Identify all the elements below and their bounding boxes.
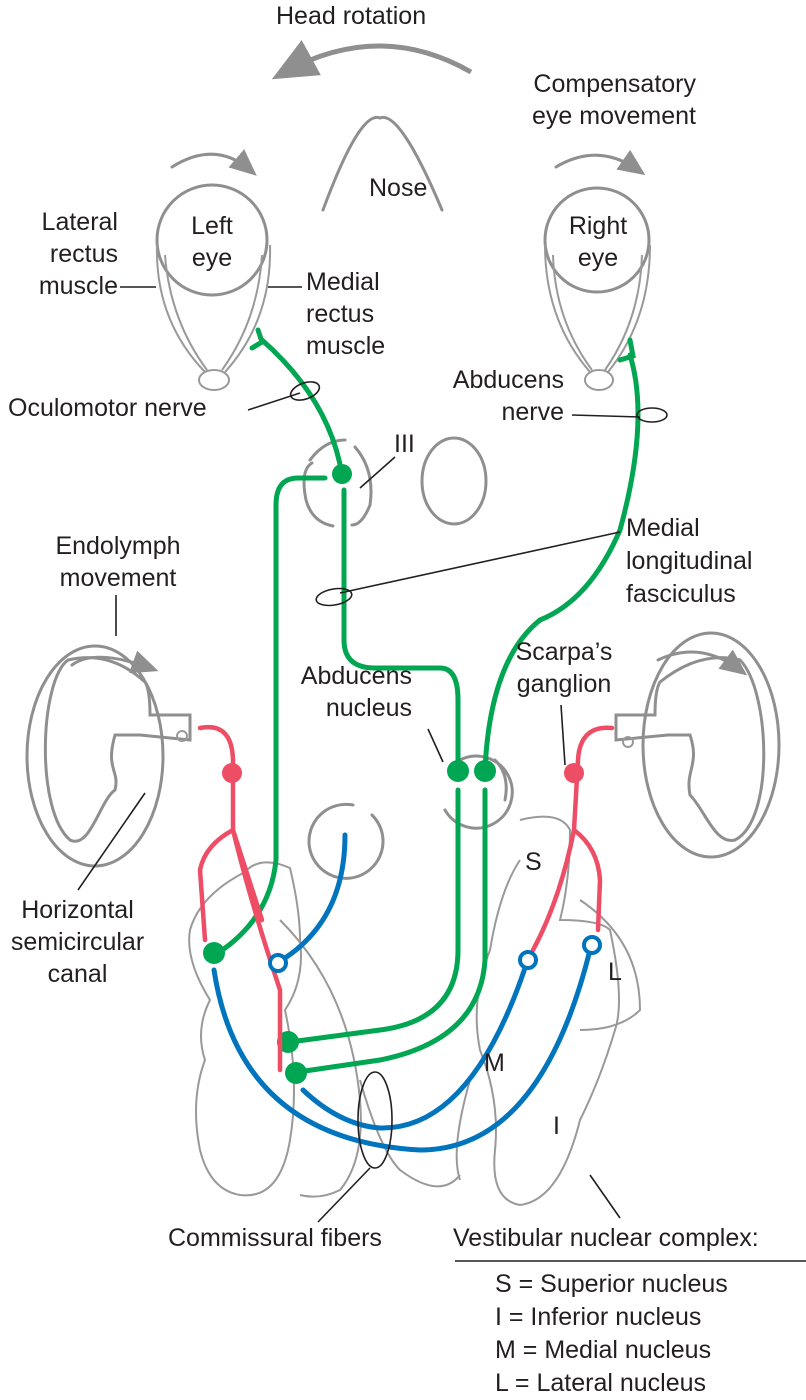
nose-label: Nose xyxy=(369,174,428,202)
legend-item: I = Inferior nucleus xyxy=(495,1303,702,1331)
horizontal-canal-label-1: Horizontal xyxy=(21,896,134,924)
right-ear xyxy=(614,631,781,859)
motor-pathways xyxy=(203,327,641,1084)
horizontal-canal-label-2: semicircular xyxy=(10,928,145,956)
legend-item: L = Lateral nucleus xyxy=(495,1369,707,1397)
compensatory-label-2: eye movement xyxy=(532,102,696,130)
abducens-nerve-label-2: nerve xyxy=(501,398,564,426)
mlf-label-1: Medial xyxy=(626,514,700,542)
oculomotor-nucleus-label: III xyxy=(394,430,415,458)
medial-rectus-label-2: rectus xyxy=(306,300,375,328)
mlf-label-2: longitudinal xyxy=(626,547,753,575)
left-eye-label-1: Left xyxy=(191,212,233,240)
lateral-nucleus-marker: L xyxy=(608,958,622,986)
inferior-nucleus-marker: I xyxy=(553,1112,560,1140)
commissural-fibers-label: Commissural fibers xyxy=(168,1224,382,1252)
leader-lines xyxy=(77,286,806,1262)
medial-rectus-label-1: Medial xyxy=(306,268,380,296)
endolymph-label-2: movement xyxy=(59,564,177,592)
right-eye-label-2: eye xyxy=(577,244,619,272)
head-rotation-label: Head rotation xyxy=(276,2,427,30)
nose-outline xyxy=(321,115,444,212)
lateral-rectus-label-2: rectus xyxy=(49,240,118,268)
superior-nucleus-marker: S xyxy=(525,848,542,876)
oculomotor-nucleus-outline xyxy=(302,438,373,528)
right-eye xyxy=(543,149,651,391)
lateral-rectus-label-1: Lateral xyxy=(41,208,118,236)
medial-nucleus-marker: M xyxy=(484,1049,505,1077)
abducens-nucleus-label-2: nucleus xyxy=(325,694,412,722)
head-rotation-arrow xyxy=(271,40,473,80)
left-eye xyxy=(155,149,272,391)
midbrain-nucleus-outline xyxy=(420,436,488,526)
endolymph-label-1: Endolymph xyxy=(55,532,181,560)
scarpas-ganglion-label-2: ganglion xyxy=(516,670,612,698)
abducens-nerve-label-1: Abducens xyxy=(452,366,564,394)
vestibular-afferents xyxy=(197,724,615,1073)
legend-item: S = Superior nucleus xyxy=(495,1270,728,1298)
left-eye-label-2: eye xyxy=(191,244,233,272)
compensatory-label-1: Compensatory xyxy=(533,70,696,98)
left-abducens-nucleus-outline xyxy=(307,802,385,880)
right-vestibular-complex xyxy=(455,815,642,1207)
legend-item: M = Medial nucleus xyxy=(495,1336,712,1364)
oculomotor-nerve-label: Oculomotor nerve xyxy=(8,394,207,422)
horizontal-canal-label-3: canal xyxy=(47,960,108,988)
scarpas-ganglion-label-1: Scarpa’s xyxy=(515,638,613,666)
lateral-rectus-label-3: muscle xyxy=(38,272,118,300)
left-ear xyxy=(25,644,192,868)
abducens-nucleus-label-1: Abducens xyxy=(300,662,412,690)
mlf-label-3: fasciculus xyxy=(626,580,736,608)
legend-title: Vestibular nuclear complex: xyxy=(453,1224,759,1252)
medial-rectus-label-3: muscle xyxy=(306,332,386,360)
right-eye-label-1: Right xyxy=(568,212,628,240)
inhibitory-pathways xyxy=(211,832,602,1153)
left-vestibular-complex xyxy=(188,861,461,1198)
